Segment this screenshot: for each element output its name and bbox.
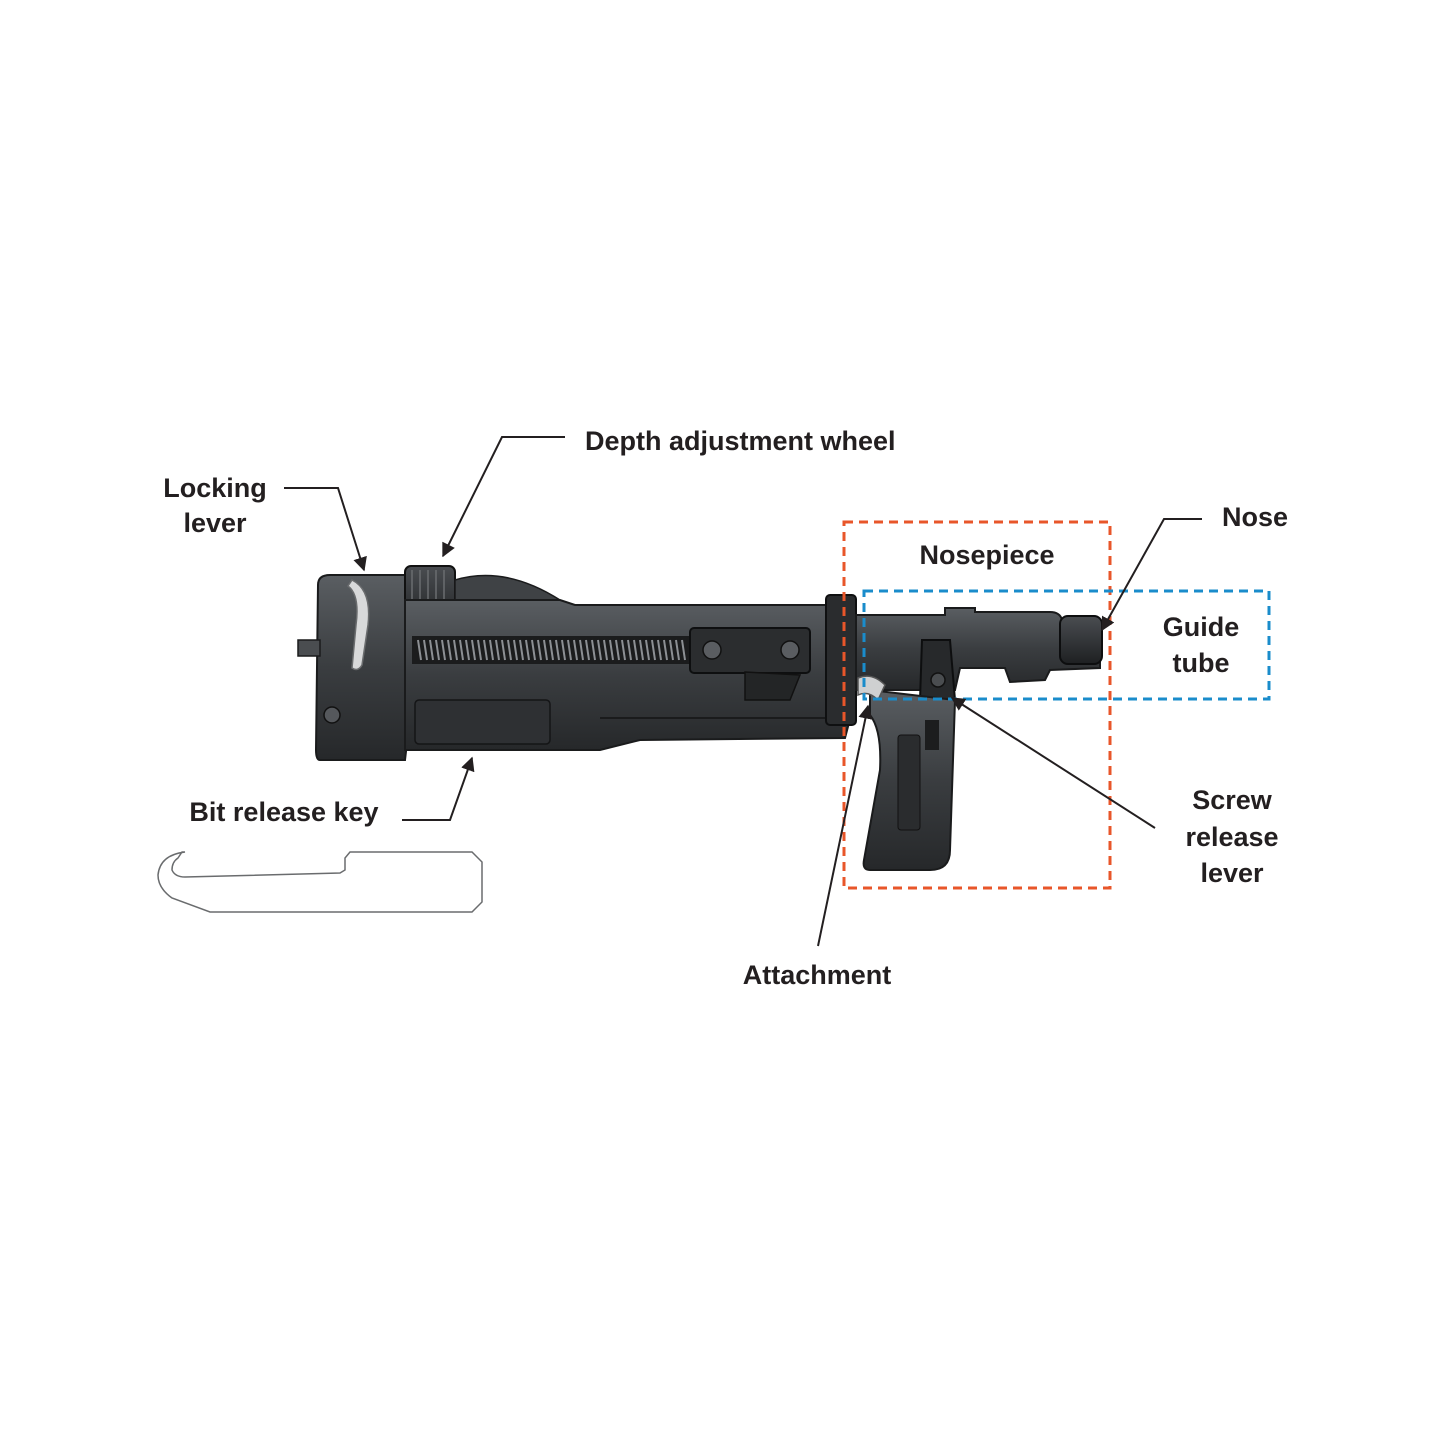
guide-tube-label-line1: Guide [1163, 612, 1240, 642]
spring-coil [639, 639, 644, 661]
spring-coil [645, 639, 650, 661]
attachment-leader [817, 704, 873, 947]
spring-coil [633, 639, 638, 661]
spring-coil [651, 639, 656, 661]
locking-lever-label-line2: lever [183, 508, 247, 538]
locking-lever-label-line1: Locking [163, 473, 267, 503]
spring-coil [627, 639, 632, 661]
attachment-label: Attachment [743, 960, 892, 990]
depth-wheel-leader [442, 436, 565, 558]
spring-coil [417, 639, 422, 661]
spring-coil [447, 639, 452, 661]
spring-coil [513, 639, 518, 661]
spring-coil [621, 639, 626, 661]
spring-coil [459, 639, 464, 661]
nose-part [1059, 615, 1103, 665]
guide-tube-label-line2: tube [1173, 648, 1230, 678]
spring-coil [579, 639, 584, 661]
bit-release-leader [402, 756, 475, 821]
depth-adjustment-wheel-label: Depth adjustment wheel [585, 426, 896, 456]
lower-panel [414, 699, 551, 745]
spring-coil [453, 639, 458, 661]
spring-coil [609, 639, 614, 661]
rear-stub [297, 639, 321, 657]
spring-coil [537, 639, 542, 661]
spring-coil [669, 639, 674, 661]
spring-coil [519, 639, 524, 661]
guide-tube-box [862, 589, 1271, 701]
spring-coils [417, 639, 686, 661]
collar [825, 594, 857, 726]
spring-coil [471, 639, 476, 661]
screw-release-lever-label-line2: release [1185, 822, 1278, 852]
spring-coil [597, 639, 602, 661]
nosepiece-box [842, 520, 1112, 890]
spring-coil [465, 639, 470, 661]
spring-coil [501, 639, 506, 661]
spring-coil [585, 639, 590, 661]
spring-coil [681, 639, 686, 661]
spring-coil [663, 639, 668, 661]
screwdriver-attachment-illustration [297, 565, 1103, 871]
screw-release-lever-label-line1: Screw [1192, 785, 1273, 815]
bit-release-key-outline [157, 851, 483, 913]
spring-coil [429, 639, 434, 661]
screw-release-leader [950, 697, 1156, 829]
spring-coil [561, 639, 566, 661]
spring-coil [441, 639, 446, 661]
spring-coil [489, 639, 494, 661]
spring-coil [543, 639, 548, 661]
screw-release-lever-label-line3: lever [1200, 858, 1264, 888]
spring-coil [477, 639, 482, 661]
spring-coil [657, 639, 662, 661]
spring-coil [555, 639, 560, 661]
spring-coil [495, 639, 500, 661]
spring-coil [483, 639, 488, 661]
spring-coil [615, 639, 620, 661]
bit-release-key-label: Bit release key [189, 797, 378, 827]
locking-lever-leader [284, 487, 367, 572]
locking-lever-part [346, 579, 370, 671]
spring-coil [507, 639, 512, 661]
spring-coil [567, 639, 572, 661]
nose-leader [1101, 518, 1202, 632]
spring-coil [573, 639, 578, 661]
spring-coil [591, 639, 596, 661]
spring-coil [531, 639, 536, 661]
spring-coil [525, 639, 530, 661]
spring-coil [603, 639, 608, 661]
spring-coil [423, 639, 428, 661]
nosepiece-label: Nosepiece [919, 540, 1054, 570]
spring-coil [435, 639, 440, 661]
spring-coil [549, 639, 554, 661]
spring-coil [675, 639, 680, 661]
nose-label: Nose [1222, 502, 1288, 532]
